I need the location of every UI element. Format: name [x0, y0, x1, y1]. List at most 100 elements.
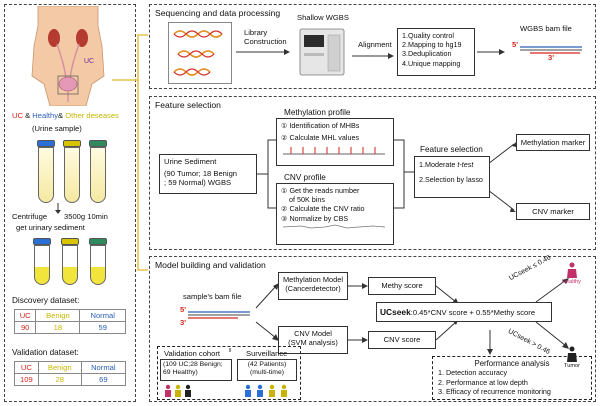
seq-section	[149, 4, 596, 89]
mhl-track-icon	[283, 147, 385, 155]
ucseek-name: UCseek	[380, 307, 411, 317]
performance-box: Performance analysis 1. Detection accura…	[432, 356, 592, 400]
five-prime-label: 5'	[512, 40, 519, 49]
fs-box: 1.Moderate t-test 2.Selection by lasso	[414, 156, 490, 198]
processing-step: 1.Quality control	[402, 31, 454, 40]
healthy-person-icon	[567, 262, 577, 278]
model-three-prime: 3'	[180, 318, 187, 327]
discovery-title: Discovery dataset:	[12, 296, 80, 305]
performance-item: 3. Efficacy of recurrence monitoring	[438, 386, 551, 396]
sediment-tube-cap	[33, 238, 51, 245]
discovery-value-benign: 18	[35, 321, 81, 334]
arrow-right-icon	[352, 53, 394, 59]
arrow-right-icon	[236, 49, 290, 55]
performance-title: Performance analysis	[474, 359, 550, 368]
validation-value-uc: 109	[14, 373, 39, 386]
cohort-box	[157, 346, 301, 400]
tumor-label: Tumor	[564, 363, 580, 369]
fs-item: 1.Moderate t-test	[419, 160, 485, 169]
ucseek-formula: UCseek:0.45*CNV score + 0.55*Methy score	[380, 307, 551, 317]
meth-profile-box: ① Identification of MHBs ② Calculate MHL…	[276, 118, 394, 166]
dna-helix-icon	[173, 30, 223, 76]
discovery-table: UC Benign Normal 90 18 59	[13, 309, 126, 334]
centrifuge-speed: 3500g 10min	[64, 212, 108, 221]
discovery-value-uc: 90	[13, 321, 37, 334]
cnv-score-box: CNV score	[368, 331, 436, 349]
sediment-tube	[62, 245, 78, 285]
model-five-prime: 5'	[180, 305, 187, 314]
feature-title: Feature selection	[155, 100, 221, 110]
cnv-profile-title: CNV profile	[284, 173, 326, 182]
meth-model-box: Methylation Model (Cancerdetector)	[278, 272, 348, 300]
urine-sediment-line: Urine Sediment	[164, 157, 217, 166]
validation-table: UC Benign Normal 109 28 69	[14, 361, 127, 386]
sediment-tube-cap	[89, 238, 107, 245]
legend-amp-1: &	[25, 111, 31, 120]
feature-section	[149, 96, 596, 250]
legend-healthy: Healthy	[32, 111, 59, 120]
processing-steps-box: 1.Quality control 2.Mapping to hg19 3.De…	[397, 28, 475, 76]
sediment-label: get urinary sediment	[16, 223, 85, 232]
cnv-marker-label: CNV marker	[532, 207, 574, 216]
sequencer-icon	[299, 28, 345, 76]
cnv-profile-item: ① Get the reads number	[281, 186, 360, 195]
arrow-down-icon	[55, 203, 61, 214]
cnv-profile-item: ② Calculate the CNV ratio	[281, 204, 365, 214]
sediment-tube-cap	[61, 238, 79, 245]
methy-score-label: Methy score	[381, 281, 423, 290]
alignment-label: Alignment	[358, 40, 392, 49]
processing-step: 2.Mapping to hg19	[402, 40, 462, 50]
urine-tube	[64, 147, 80, 203]
body-illustration	[31, 6, 105, 106]
discovery-value-normal: 59	[79, 321, 126, 334]
centrifuge-label: Centrifuge	[12, 212, 48, 221]
meth-profile-item: ② Calculate MHL values	[281, 133, 360, 143]
surveillance-title: Surveillance	[246, 349, 288, 358]
validation-value-benign: 28	[37, 373, 82, 386]
methy-score-box: Methy score	[368, 277, 436, 295]
sample-reads-icon	[188, 311, 250, 319]
validation-cohort-box: (109 UC;28 Benign; 69 Healthy)	[160, 359, 232, 381]
legend-amp-2: &	[58, 111, 64, 120]
performance-item: 1. Detection accuracy	[438, 368, 508, 378]
cnv-profile-item: ③ Normalize by CBS	[281, 213, 349, 223]
cnv-model-label: CNV Model (SVM analysis)	[288, 329, 338, 347]
meth-marker-label: Methylation marker	[520, 138, 586, 147]
arrow-right-icon	[477, 49, 505, 55]
cnv-score-label: CNV score	[383, 335, 421, 344]
urine-sediment-line: ; 59 Normal) WGBS	[164, 178, 232, 188]
meth-model-label: Methylation Model (Cancerdetector)	[283, 275, 343, 293]
seq-title: Sequencing and data processing	[155, 8, 281, 18]
urine-sample-label: (Urine sample)	[32, 124, 82, 133]
fs-item: 2.Selection by lasso	[419, 175, 483, 185]
tumor-person-icon	[567, 346, 577, 362]
cnv-track-icon	[282, 224, 386, 229]
fs-title: Feature selection	[420, 145, 483, 154]
cnv-marker-box: CNV marker	[516, 203, 590, 220]
cnv-profile-item: of 50K bins	[281, 195, 325, 205]
performance-item: 2. Performance at low depth	[438, 377, 528, 387]
bam-reads-icon	[520, 46, 582, 54]
urine-tube-cap	[37, 140, 55, 147]
validation-cohort-detail: (109 UC;28 Benign; 69 Healthy)	[163, 361, 223, 377]
urine-sediment-line: (90 Tumor; 18 Benign	[164, 169, 238, 179]
disease-legend: UC & Healthy& Other deseases	[12, 111, 119, 120]
sample-bam-label: sample's bam file	[183, 292, 242, 301]
model-section	[149, 256, 596, 402]
body-uc-label: UC	[84, 58, 95, 65]
urine-tube	[90, 147, 106, 203]
legend-uc: UC	[12, 111, 23, 120]
fs-item-italic: t-test	[457, 160, 474, 169]
surveillance-detail: (42 Patients) (multi-time)	[247, 361, 287, 377]
bam-file-label: WGBS bam file	[520, 24, 572, 33]
healthy-label: Healthy	[562, 279, 581, 285]
meth-profile-title: Methylation profile	[284, 108, 351, 117]
validation-value-normal: 69	[80, 373, 127, 386]
validation-title: Validation dataset:	[12, 348, 79, 357]
urine-tube-cap	[63, 140, 81, 147]
cnv-model-box: CNV Model (SVM analysis)	[278, 326, 348, 354]
